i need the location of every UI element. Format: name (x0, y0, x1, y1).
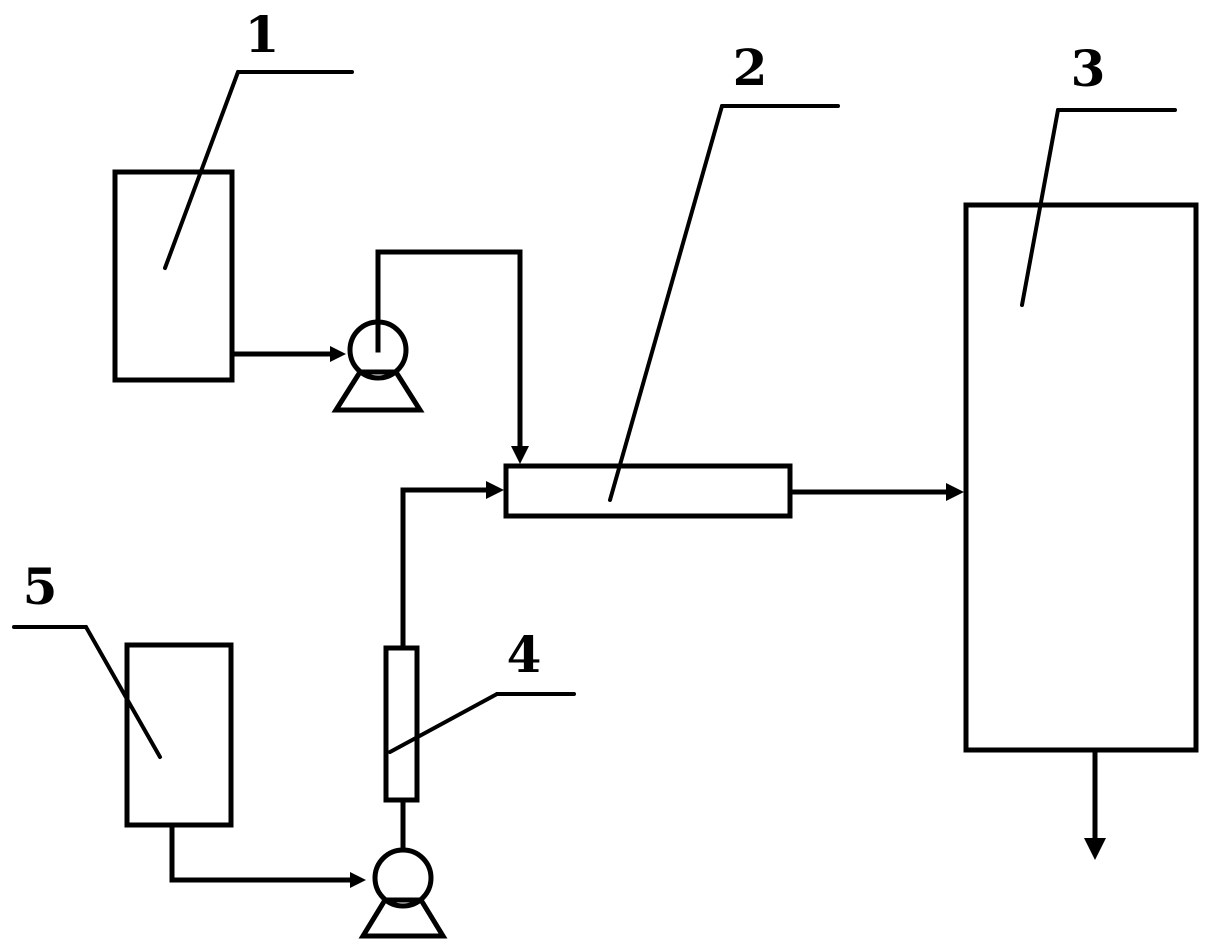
arrow-into-pumpA (330, 346, 346, 362)
label-5: 5 (23, 557, 58, 616)
leader-3-diagonal (1020, 108, 1060, 307)
tank-1 (112, 169, 235, 383)
arrow-into-pumpB (350, 872, 366, 888)
pipe-pumpA-to-mixer (375, 249, 523, 453)
pipe-tank5-to-pumpB (169, 822, 353, 883)
tank-1-body (112, 169, 235, 383)
leader-4 (388, 692, 576, 754)
vessel-3 (963, 202, 1199, 753)
leader-3 (1020, 108, 1177, 307)
flowmeter-4 (383, 645, 420, 803)
pump-a-base (331, 369, 425, 413)
vessel-3-body (963, 202, 1199, 753)
leader-4-diagonal (388, 692, 499, 754)
tank-5 (124, 642, 234, 828)
arrow-into-mixer-top (511, 446, 529, 464)
mixer-2 (503, 463, 793, 519)
pump-b-base (358, 897, 448, 939)
mixer-2-body (503, 463, 793, 519)
arrow-into-vessel (946, 483, 964, 501)
leader-5 (12, 625, 162, 759)
flowmeter-4-body (383, 645, 420, 803)
leader-1-diagonal (163, 70, 240, 270)
tank-5-body (124, 642, 234, 828)
pipe-flowmeter-to-mixer (400, 487, 491, 651)
label-2: 2 (733, 38, 768, 97)
leader-5-diagonal (84, 625, 162, 759)
leader-2 (608, 104, 840, 502)
arrow-into-mixer-left (486, 481, 504, 499)
label-3: 3 (1071, 39, 1106, 98)
pump-b (358, 847, 448, 939)
leader-2-diagonal (608, 104, 724, 502)
arrow-vessel-outlet (1084, 838, 1106, 860)
label-4: 4 (507, 625, 542, 684)
label-1: 1 (245, 5, 280, 64)
leader-1 (163, 70, 354, 270)
